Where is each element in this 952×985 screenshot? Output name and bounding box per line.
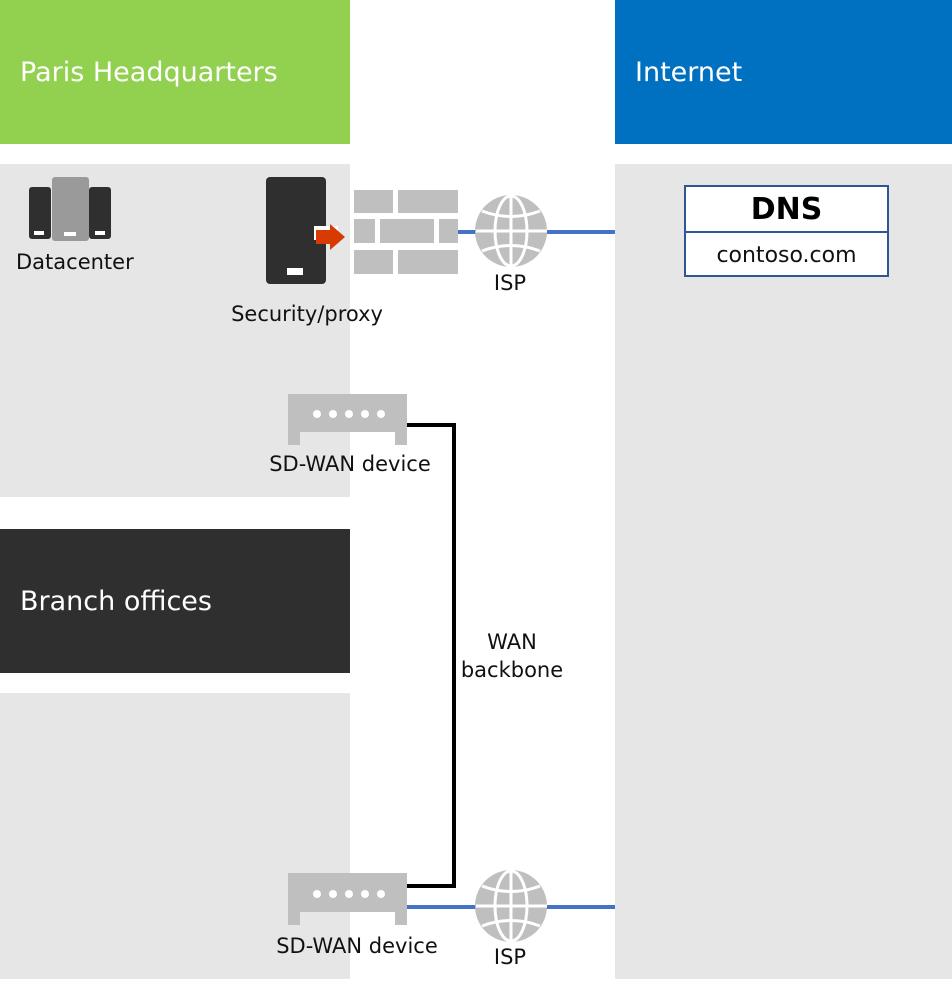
hq-title: Paris Headquarters <box>20 56 278 88</box>
isp-bottom-label: ISP <box>493 945 527 969</box>
branch-header: Branch offices <box>0 529 350 673</box>
internet-title: Internet <box>635 56 743 88</box>
globe-icon-bottom <box>475 869 547 943</box>
datacenter-label: Datacenter <box>16 250 134 274</box>
wan-backbone-label-2: backbone <box>460 658 564 682</box>
proxy-arrow-icon <box>314 224 345 250</box>
isp-top-label: ISP <box>493 271 527 295</box>
dns-domain: contoso.com <box>716 242 857 268</box>
branch-panel <box>0 693 350 979</box>
firewall-icon <box>354 190 458 274</box>
branch-title: Branch offices <box>20 585 212 617</box>
internet-header: Internet <box>615 0 952 144</box>
dns-title: DNS <box>686 187 887 233</box>
wan-backbone-label-1: WAN <box>487 630 537 654</box>
sdwan-device-icon-branch <box>288 873 407 925</box>
sdwan-branch-label: SD-WAN device <box>276 934 438 958</box>
sdwan-device-icon-hq <box>288 394 407 445</box>
security-proxy-label: Security/proxy <box>231 302 383 326</box>
sdwan-hq-label: SD-WAN device <box>269 452 431 476</box>
dns-box: DNS contoso.com <box>684 185 889 277</box>
internet-panel <box>615 164 952 979</box>
hq-header: Paris Headquarters <box>0 0 350 144</box>
wan-backbone-line <box>407 423 456 888</box>
security-proxy-server-icon <box>266 177 326 284</box>
datacenter-servers-icon <box>29 177 111 241</box>
globe-icon-top <box>475 194 547 268</box>
